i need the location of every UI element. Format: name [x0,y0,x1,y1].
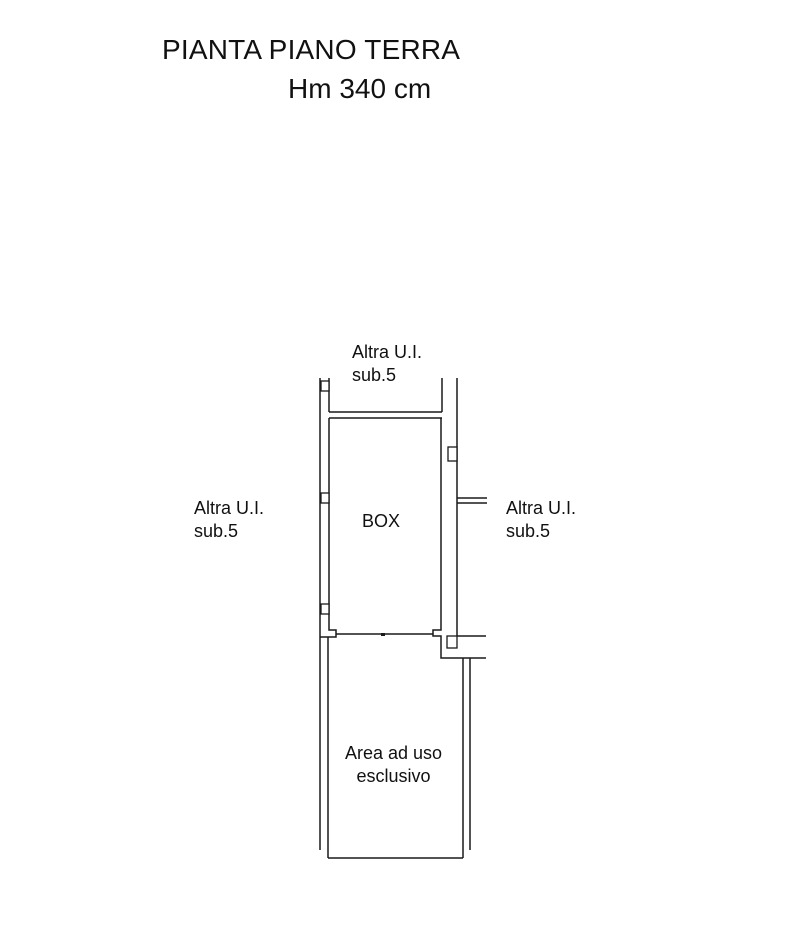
pillar-left-low [320,603,330,615]
label-left-unit: Altra U.I. sub.5 [194,498,265,541]
label-top-unit: Altra U.I. sub.5 [352,342,423,385]
label-right-unit: Altra U.I. sub.5 [506,498,577,541]
plan-title: PIANTA PIANO TERRA [162,34,461,65]
pillar-right-low [446,635,458,649]
label-exclusive-area: Area ad uso esclusivo [344,743,443,786]
door-handle [381,633,385,636]
pillar-top-left [320,380,330,392]
pillar-right-upper [447,446,458,462]
bottom-left-corner [320,624,337,638]
bottom-right-corner [432,624,486,659]
plan-height: Hm 340 cm [288,73,432,104]
pillar-left-mid [320,492,330,504]
label-box: BOX [362,511,401,531]
